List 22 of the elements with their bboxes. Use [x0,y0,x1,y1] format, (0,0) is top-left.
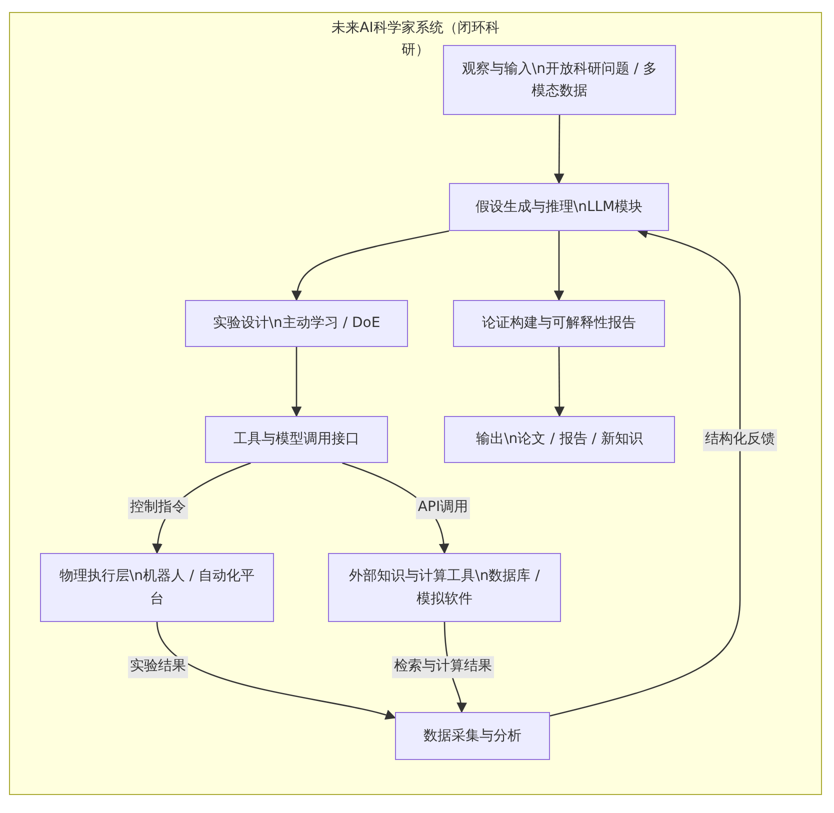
arrow [550,228,741,716]
edge-label: 控制指令 [128,497,188,519]
arrow [554,347,565,418]
process-box: 物理执行层\n机器人 / 自动化平台 [40,553,274,622]
process-box: 观察与输入\n开放科研问题 / 多模态数据 [443,45,676,115]
edge-label: 实验结果 [128,656,188,678]
process-box: 输出\n论文 / 报告 / 新知识 [444,416,675,463]
arrow [156,622,396,720]
process-box: 实验设计\n主动学习 / DoE [185,300,408,347]
arrow [292,230,450,302]
process-box: 数据采集与分析 [395,712,550,760]
edge-label: 结构化反馈 [703,429,777,451]
edge-label: 检索与计算结果 [392,656,494,678]
process-box: 论证构建与可解释性报告 [453,300,665,347]
system-boundary [9,12,822,795]
arrow [554,115,564,184]
process-box: 假设生成与推理\nLLM模块 [449,183,669,231]
arrow [554,231,564,302]
arrow [291,347,302,418]
process-box: 外部知识与计算工具\n数据库 / 模拟软件 [328,553,561,622]
process-box: 工具与模型调用接口 [205,416,388,463]
edge-label: API调用 [416,497,470,519]
